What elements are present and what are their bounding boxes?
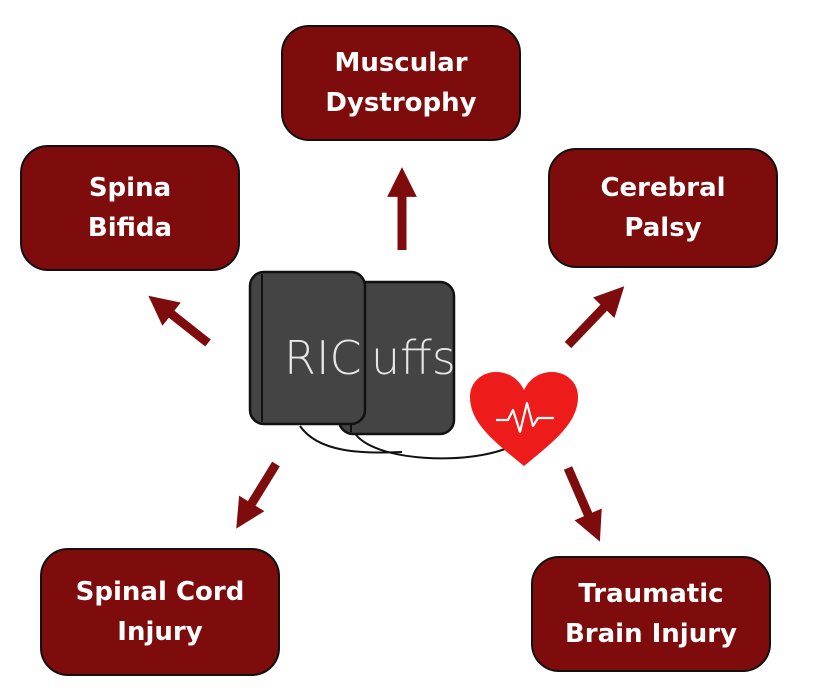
arrow-to-spina-bifida — [148, 295, 211, 347]
cuff-front — [248, 270, 367, 426]
box-label-line: Injury — [117, 617, 203, 647]
box-spina-bifida: Spina Bifida — [20, 145, 240, 271]
cuff-cable-right — [353, 431, 513, 460]
box-label-line: Brain Injury — [564, 619, 738, 649]
device-label-left: RIC — [284, 331, 362, 385]
box-label-line: Spinal Cord — [75, 576, 245, 607]
box-cerebral-palsy: Cerebral Palsy — [548, 148, 778, 268]
arrow-to-spinal-cord-injury — [236, 461, 280, 529]
box-label-line: Traumatic — [578, 578, 724, 609]
box-label-line: Spina — [88, 172, 172, 203]
arrow-to-cerebral-palsy — [564, 286, 625, 349]
box-muscular-dystrophy: Muscular Dystrophy — [281, 25, 521, 141]
box-spinal-cord-injury: Spinal Cord Injury — [40, 548, 280, 676]
device-label-right: uffs — [371, 331, 456, 385]
box-label-line: Palsy — [624, 213, 702, 243]
box-label-line: Cerebral — [600, 172, 726, 203]
box-label-line: Bifida — [87, 213, 173, 243]
arrow-to-traumatic-brain-injury — [563, 466, 602, 542]
box-label-line: Muscular — [334, 47, 468, 78]
box-label-line: Dystrophy — [325, 88, 477, 118]
heart-pulse-icon — [470, 372, 578, 466]
box-traumatic-brain-injury: Traumatic Brain Injury — [531, 556, 771, 672]
